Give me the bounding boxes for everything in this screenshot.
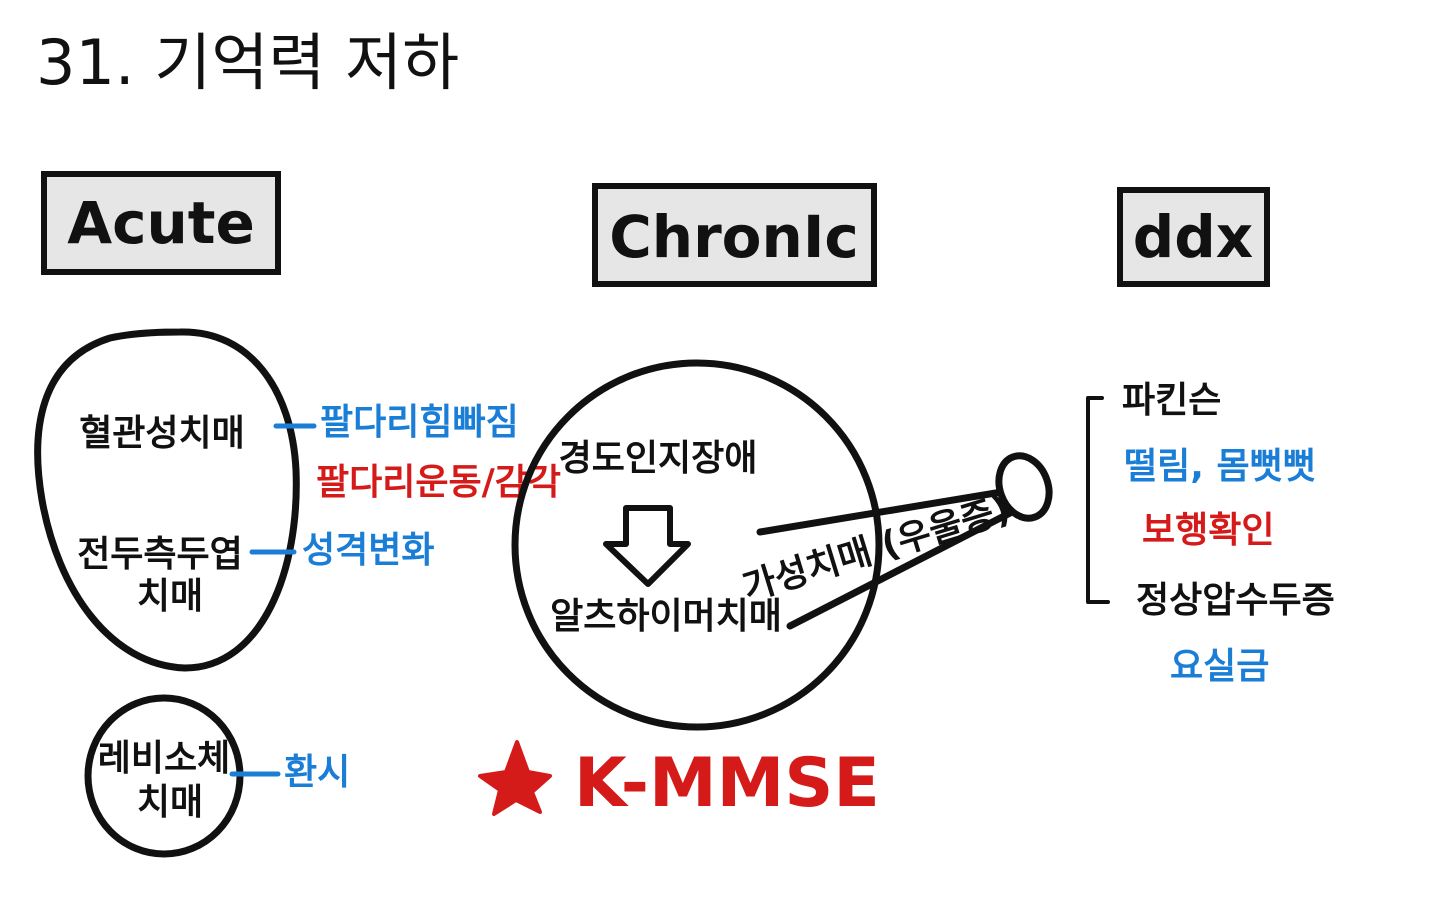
star-icon (478, 740, 552, 816)
chronic-header-box: ChronIc (592, 183, 877, 287)
lewy-body-label-line1: 레비소체 (98, 738, 230, 779)
progression-down-arrow (603, 505, 691, 587)
lewy-body-note-hallucination: 환시 (284, 752, 350, 793)
mci-label: 경도인지장애 (559, 438, 758, 479)
ddx-bracket (1086, 396, 1110, 604)
chronic-header-label: ChronIc (609, 203, 859, 271)
pseudo-dementia-tube: 가성치매 (우울증) (738, 452, 1053, 630)
chronic-circle (511, 359, 883, 731)
acute-dementia-blob (34, 328, 300, 672)
vascular-dementia-label: 혈관성치매 (79, 413, 245, 454)
k-mmse-label: K-MMSE (574, 744, 880, 823)
parkinson-label: 파킨슨 (1122, 380, 1221, 421)
vascular-note-weakness: 팔다리힘빠짐 (320, 402, 519, 443)
nph-label: 정상압수두증 (1136, 580, 1335, 621)
acute-header-box: Acute (41, 171, 281, 275)
frontotemporal-label-line1: 전두측두엽 (77, 534, 243, 575)
lewy-body-label-line2: 치매 (137, 782, 203, 823)
ddx-header-box: ddx (1117, 187, 1270, 287)
frontotemporal-label-line2: 치매 (137, 576, 203, 617)
alzheimer-label: 알츠하이머치매 (550, 596, 782, 637)
parkinson-note-tremor-rigidity: 떨림, 몸뻣뻣 (1124, 446, 1316, 487)
ddx-header-label: ddx (1133, 203, 1253, 271)
page-title: 31. 기억력 저하 (36, 26, 459, 99)
frontotemporal-note-personality: 성격변화 (302, 530, 434, 571)
acute-header-label: Acute (67, 189, 255, 257)
nph-note-incontinence: 요실금 (1170, 646, 1269, 687)
parkinson-note-gait-check: 보행확인 (1142, 510, 1274, 551)
